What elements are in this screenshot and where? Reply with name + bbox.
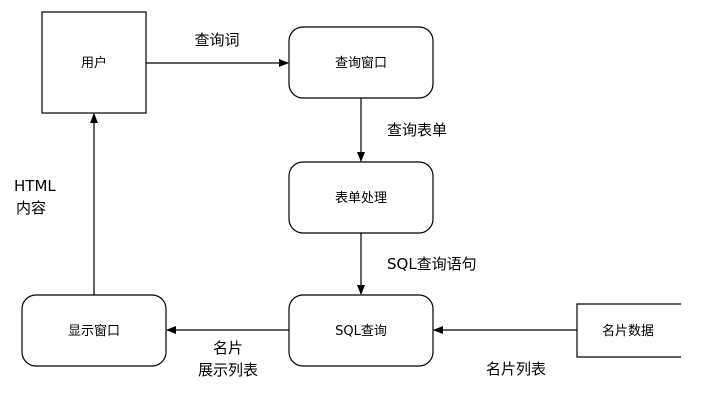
edge-html-content-label-line2: 内容 [16,199,46,217]
user-entity-label: 用户 [81,55,107,71]
edge-form-to-sql-query: SQL查询语句 [357,233,477,295]
form-processing-process: 表单处理 [288,161,434,234]
sql-query-label: SQL查询 [335,324,387,339]
form-processing-label: 表单处理 [335,191,387,206]
edge-user-to-query-window: 查询词 [146,31,289,67]
edge-card-list-label: 名片列表 [486,360,546,378]
display-window-label: 显示窗口 [68,323,120,339]
edge-display-to-user: HTML 内容 [14,113,98,295]
card-data-store-label: 名片数据 [602,323,654,339]
edge-card-display-list-label-line2: 展示列表 [198,361,258,379]
edge-query-word-label: 查询词 [194,31,239,49]
edge-query-form-label: 查询表单 [387,121,447,139]
edge-query-window-to-form: 查询表单 [357,98,447,162]
user-entity-box [41,11,147,114]
edge-sql-query-to-display: 名片 展示列表 [166,326,289,379]
sql-query-process: SQL查询 [288,294,434,367]
user-entity: 用户 [41,11,147,114]
edge-sql-statement-label: SQL查询语句 [387,255,477,273]
edge-card-display-list-label-line1: 名片 [213,339,243,357]
display-window-process: 显示窗口 [21,294,167,367]
edge-card-data-to-sql-query: 名片列表 [433,326,577,378]
card-data-store: 名片数据 [576,303,681,358]
query-window-label: 查询窗口 [335,55,387,71]
query-window-process: 查询窗口 [288,26,434,99]
edge-html-content-label-line1: HTML [14,177,56,195]
